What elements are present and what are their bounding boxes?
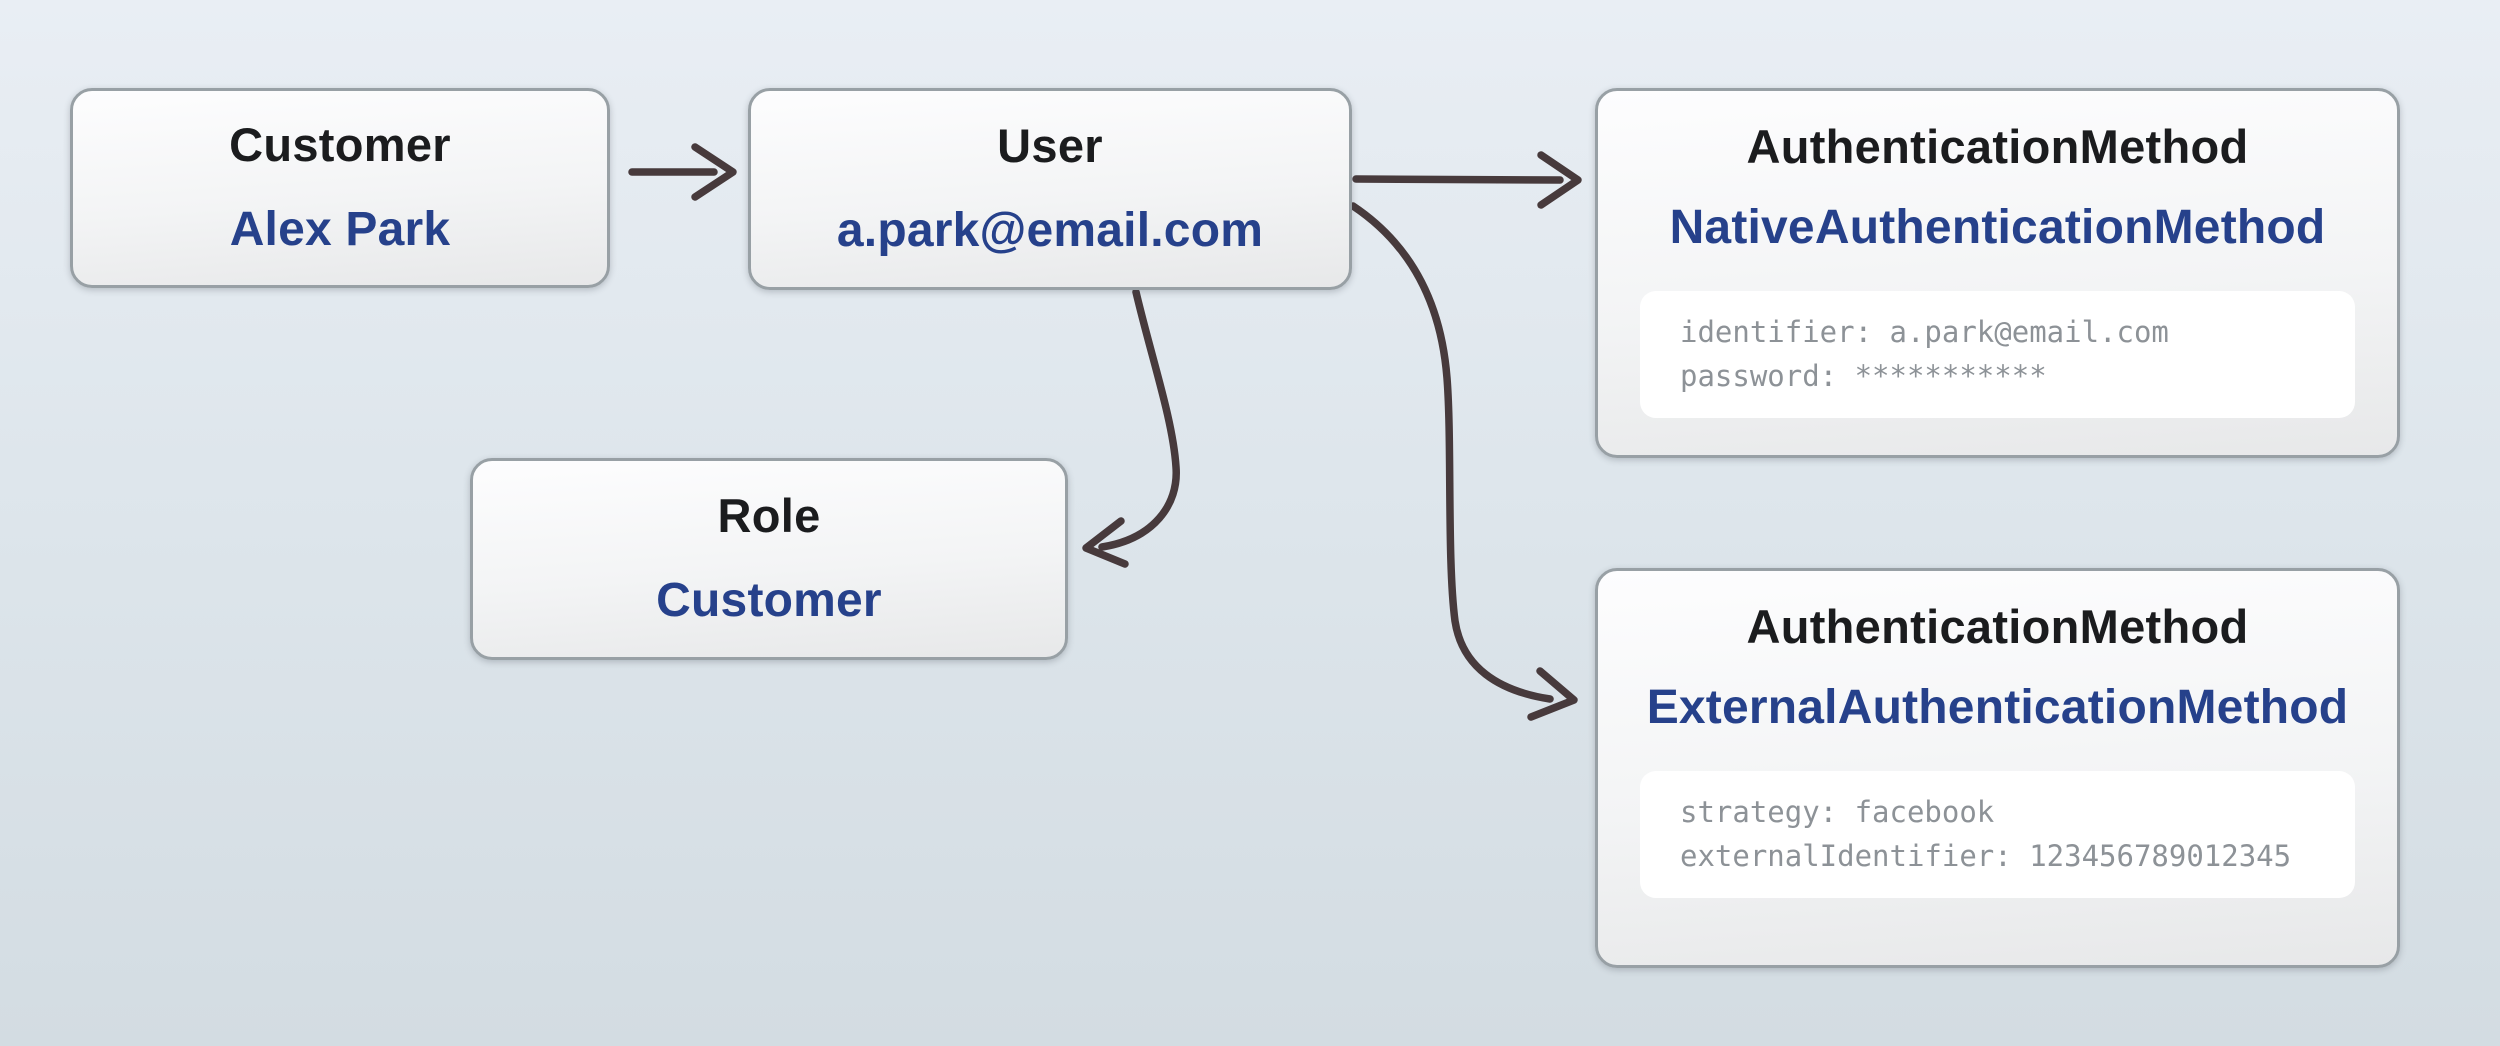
native-auth-title: AuthenticationMethod [1746,120,2249,173]
native-auth-attributes-panel: identifier: a.park@email.com password: *… [1640,291,2355,419]
node-authentication-method-native: AuthenticationMethod NativeAuthenticatio… [1595,88,2400,458]
attribute-line: identifier: a.park@email.com [1680,315,2169,350]
user-title: User [997,118,1103,172]
arrow-head-icon [1537,151,1582,209]
role-value: Customer [656,574,882,628]
attribute-line: password: *********** [1680,358,2047,393]
arrow-head-icon [1082,517,1129,568]
user-value: a.park@email.com [836,204,1264,258]
role-title: Role [717,488,821,542]
node-role: Role Customer [470,458,1068,660]
arrow-line [1349,202,1554,703]
node-authentication-method-external: AuthenticationMethod ExternalAuthenticat… [1595,568,2400,968]
arrow-head-icon [691,143,737,201]
node-customer: Customer Alex Park [70,88,610,288]
node-user: User a.park@email.com [748,88,1352,290]
customer-value: Alex Park [229,203,451,257]
edge-user-to-external-auth [1349,202,1578,721]
arrow-line [1098,288,1180,551]
edge-user-to-native-auth [1352,151,1582,209]
native-auth-value: NativeAuthenticationMethod [1669,201,2326,255]
customer-title: Customer [229,117,451,171]
arrow-head-icon [1527,667,1578,721]
arrow-line [1352,175,1564,184]
external-auth-attributes-panel: strategy: facebook externalIdentifier: 1… [1640,771,2355,899]
attribute-line: externalIdentifier: 123456789012345 [1680,838,2292,873]
external-auth-value: ExternalAuthenticationMethod [1646,681,2349,735]
edge-user-to-role [1082,288,1180,568]
attribute-line: strategy: facebook [1680,795,1995,830]
external-auth-title: AuthenticationMethod [1746,600,2249,653]
edge-customer-to-user [628,143,737,201]
